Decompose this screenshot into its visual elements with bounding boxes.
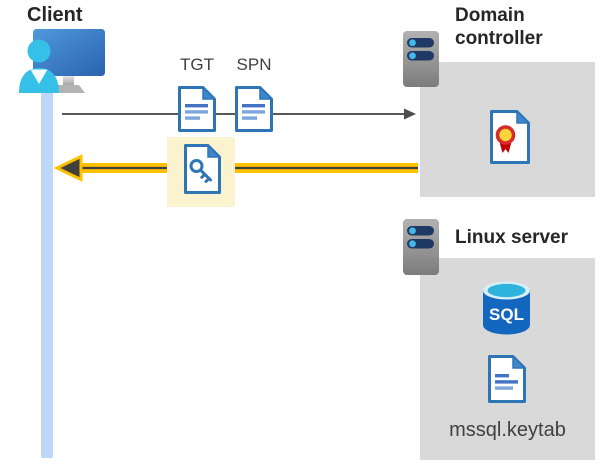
tgt-label: TGT xyxy=(180,55,214,74)
client-label: Client xyxy=(27,4,83,26)
sql-database-icon: SQL xyxy=(483,281,530,335)
domain-server-icon xyxy=(403,31,439,87)
certificate-icon xyxy=(490,109,531,164)
keytab-file-label: mssql.keytab xyxy=(449,419,566,441)
person-icon xyxy=(19,39,59,93)
key-icon xyxy=(189,159,212,183)
domain-controller-label: Domain controller xyxy=(455,5,543,49)
tgt-document-icon xyxy=(178,85,217,132)
spn-document-icon xyxy=(235,85,274,132)
sql-badge-text: SQL xyxy=(489,305,524,324)
linux-server-icon xyxy=(403,219,439,275)
spn-label: SPN xyxy=(236,55,272,74)
keytab-document-icon xyxy=(488,354,527,403)
linux-server-label: Linux server xyxy=(455,227,568,248)
key-ticket-document-icon xyxy=(184,143,222,194)
client-icon xyxy=(19,29,105,93)
response-arrow xyxy=(53,154,418,182)
client-lifeline-bar xyxy=(41,90,53,458)
monitor-icon xyxy=(33,29,105,93)
request-arrow xyxy=(62,108,416,120)
